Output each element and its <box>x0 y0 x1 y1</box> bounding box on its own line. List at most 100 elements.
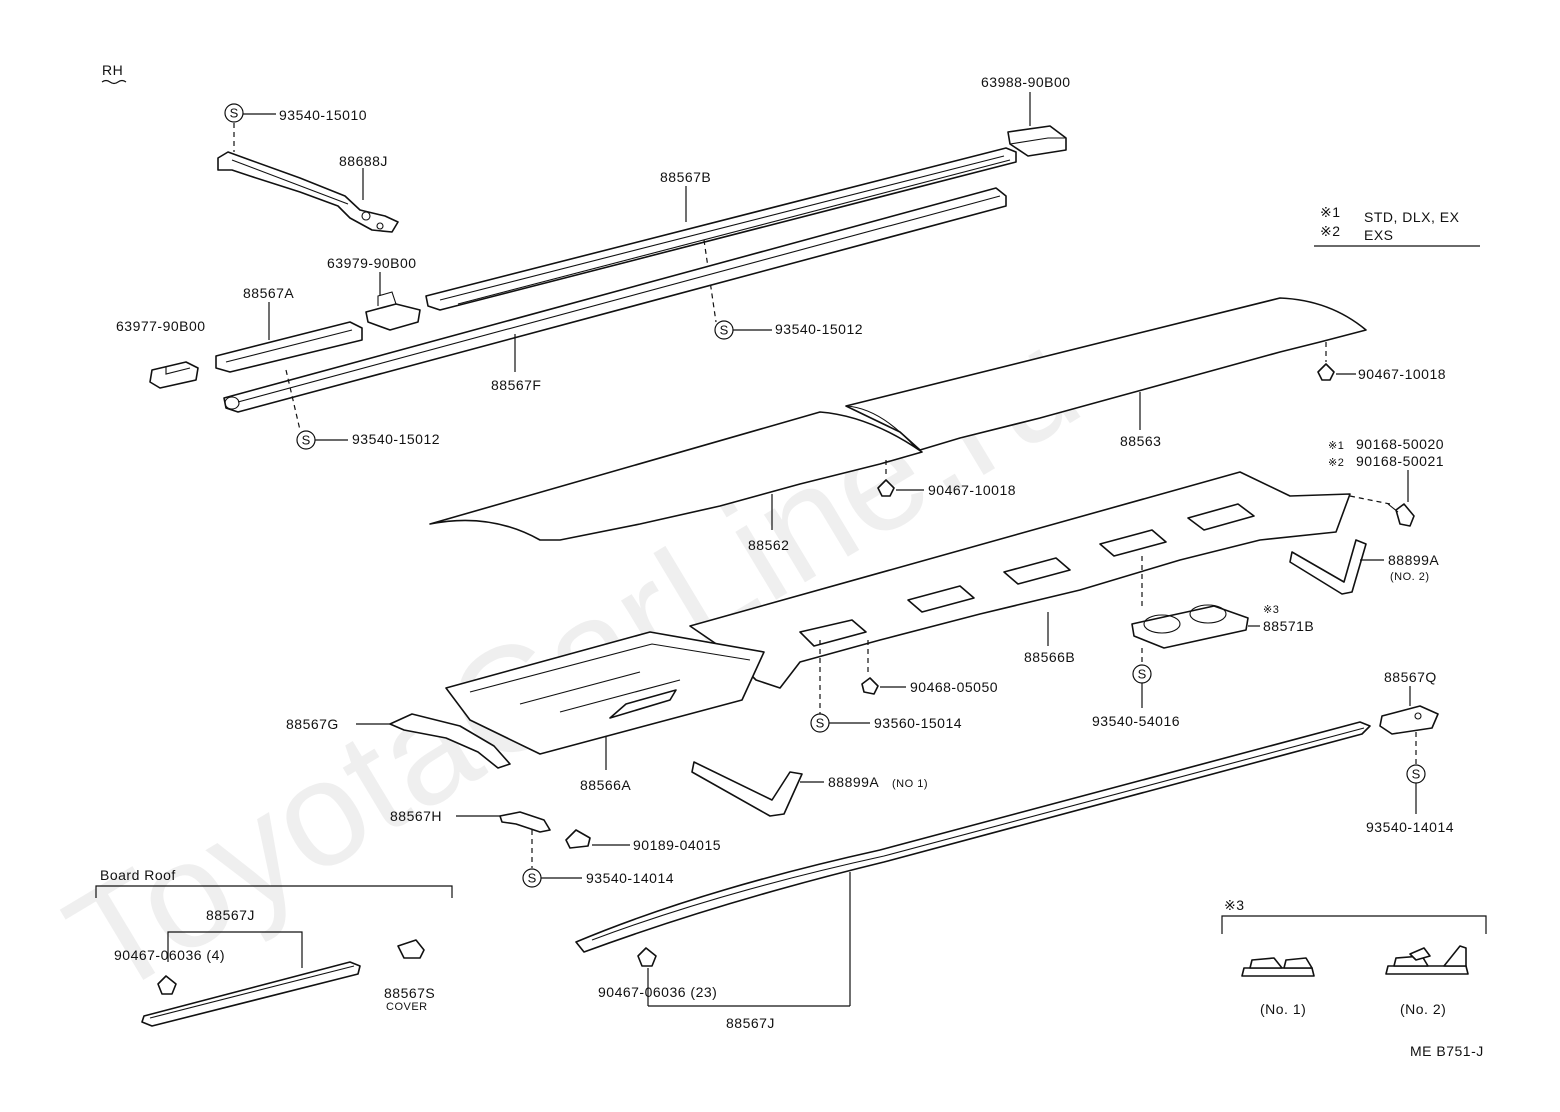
board-roof-section: Board Roof 88567J 90467-06036 (4) 88567S… <box>95 867 453 1027</box>
part-label-88567b: 88567B <box>660 169 711 185</box>
part-label-93540-14014-left: 93540-14014 <box>586 870 674 886</box>
part-label-63977-90b00: 63977-90B00 <box>116 318 206 334</box>
screw-93560-15014[interactable]: S <box>810 713 830 733</box>
part-sub-88899a-no1: (NO 1) <box>892 778 928 790</box>
legend-text-2: EXS <box>1364 227 1394 243</box>
leader-line <box>285 369 301 431</box>
board-roof-clip[interactable] <box>157 975 177 995</box>
part-label-93540-54016: 93540-54016 <box>1092 713 1180 729</box>
side-label-underline <box>101 79 127 85</box>
part-label-88567h: 88567H <box>390 808 442 824</box>
housing-88571b[interactable] <box>1131 604 1249 649</box>
part-label-88567f: 88567F <box>491 377 541 393</box>
board-roof-cover[interactable] <box>397 939 425 959</box>
part-label-93540-15012-lower: 93540-15012 <box>352 431 440 447</box>
screw-90168[interactable] <box>1387 503 1415 527</box>
part-label-88899a-no2: 88899A <box>1388 552 1439 568</box>
variants-section: ※3 (No. 1) (No. 2) <box>1221 897 1487 1017</box>
part-label-90168-50021: 90168-50021 <box>1356 453 1444 469</box>
board-roof-bracket <box>95 885 453 898</box>
screw-symbol: S <box>230 106 239 121</box>
part-label-90468-05050: 90468-05050 <box>910 679 998 695</box>
bracket-88899a-no2[interactable] <box>1289 539 1367 595</box>
part-label-88567a: 88567A <box>243 285 294 301</box>
board-roof-title: Board Roof <box>100 867 176 883</box>
screw-symbol: S <box>302 433 311 448</box>
variant-no2-housing[interactable] <box>1385 945 1469 975</box>
legend: ※1 STD, DLX, EX ※2 EXS <box>1314 204 1480 247</box>
bracket-88688j[interactable] <box>217 151 399 233</box>
part-label-88566b: 88566B <box>1024 649 1075 665</box>
joint-63979-90b00[interactable] <box>365 291 421 331</box>
part-label-88562: 88562 <box>748 537 789 553</box>
legend-mark-2: ※2 <box>1320 223 1341 239</box>
board-roof-part-88567j: 88567J <box>206 907 255 923</box>
part-label-93560-15014: 93560-15014 <box>874 715 962 731</box>
part-label-90467-10018-upper: 90467-10018 <box>1358 366 1446 382</box>
bracket-88567h[interactable] <box>499 811 551 833</box>
leader-line <box>703 239 717 323</box>
cap-63988-90b00[interactable] <box>1007 125 1067 157</box>
rail-88567j[interactable] <box>575 721 1371 953</box>
tray-88566a[interactable] <box>445 631 765 755</box>
part-label-90467-10018-lower: 90467-10018 <box>928 482 1016 498</box>
variant-no1-label: (No. 1) <box>1260 1001 1306 1017</box>
side-label: RH <box>102 62 123 78</box>
screw-93540-15012-upper[interactable]: S <box>714 320 734 340</box>
note-mark-2: ※2 <box>1328 457 1344 469</box>
rail-88567b[interactable] <box>425 147 1017 311</box>
screw-symbol: S <box>1412 767 1421 782</box>
variants-title: ※3 <box>1224 897 1245 913</box>
rail-88567f[interactable] <box>223 187 1007 413</box>
board-roof-rail[interactable] <box>141 961 361 1027</box>
part-label-63979-90b00: 63979-90B00 <box>327 255 417 271</box>
board-roof-cover-part: 88567S <box>384 985 435 1001</box>
roof-panel-88563[interactable] <box>845 297 1367 451</box>
part-label-93540-15010: 93540-15010 <box>279 107 367 123</box>
screw-symbol: S <box>720 323 729 338</box>
reference-code: ME B751-J <box>1410 1043 1484 1059</box>
bracket-88899a-no1[interactable] <box>691 761 803 817</box>
part-label-88688j: 88688J <box>339 153 388 169</box>
part-label-93540-14014-right: 93540-14014 <box>1366 819 1454 835</box>
clip-90467-10018-lower[interactable] <box>877 479 895 497</box>
screw-93540-15012-lower[interactable]: S <box>296 430 316 450</box>
part-label-88563: 88563 <box>1120 433 1161 449</box>
clip-90468-05050[interactable] <box>861 677 879 695</box>
part-label-90189-04015: 90189-04015 <box>633 837 721 853</box>
cap-88567q[interactable] <box>1379 705 1439 735</box>
part-label-88567q: 88567Q <box>1384 669 1437 685</box>
part-label-90467-06036: 90467-06036 (23) <box>598 984 717 1000</box>
part-label-90168-50020: 90168-50020 <box>1356 436 1444 452</box>
clip-90189-04015[interactable] <box>565 829 591 849</box>
note-mark-1: ※1 <box>1328 440 1344 452</box>
part-label-88571b: 88571B <box>1263 618 1314 634</box>
board-roof-cover-word: COVER <box>386 1001 428 1013</box>
panel-88566b[interactable] <box>689 471 1351 689</box>
part-sub-88899a-no2: (NO. 2) <box>1390 571 1430 583</box>
part-label-88567g: 88567G <box>286 716 339 732</box>
part-label-93540-15012-upper: 93540-15012 <box>775 321 863 337</box>
variant-no1-housing[interactable] <box>1241 957 1315 977</box>
leader-line <box>167 931 303 968</box>
cap-63977-90b00[interactable] <box>149 361 199 389</box>
variant-no2-label: (No. 2) <box>1400 1001 1446 1017</box>
variants-bracket <box>1221 915 1487 934</box>
clip-90467-10018-upper[interactable] <box>1317 363 1335 381</box>
legend-text-1: STD, DLX, EX <box>1364 209 1460 225</box>
screw-93540-54016[interactable]: S <box>1132 664 1152 684</box>
note-mark-3: ※3 <box>1263 604 1279 616</box>
screw-symbol: S <box>1138 667 1147 682</box>
screw-93540-14014-right[interactable]: S <box>1406 764 1426 784</box>
screw-93540-14014-left[interactable]: S <box>522 868 542 888</box>
screw-93540-15010[interactable]: S <box>224 103 244 123</box>
part-label-88899a-no1: 88899A <box>828 774 879 790</box>
part-label-88566a: 88566A <box>580 777 631 793</box>
screw-symbol: S <box>528 871 537 886</box>
bracket-88567g[interactable] <box>389 713 511 769</box>
clip-90467-06036[interactable] <box>637 947 657 967</box>
rail-88567a[interactable] <box>215 321 363 373</box>
board-roof-clip-label: 90467-06036 (4) <box>114 947 225 963</box>
roof-panel-88562[interactable] <box>429 411 923 541</box>
